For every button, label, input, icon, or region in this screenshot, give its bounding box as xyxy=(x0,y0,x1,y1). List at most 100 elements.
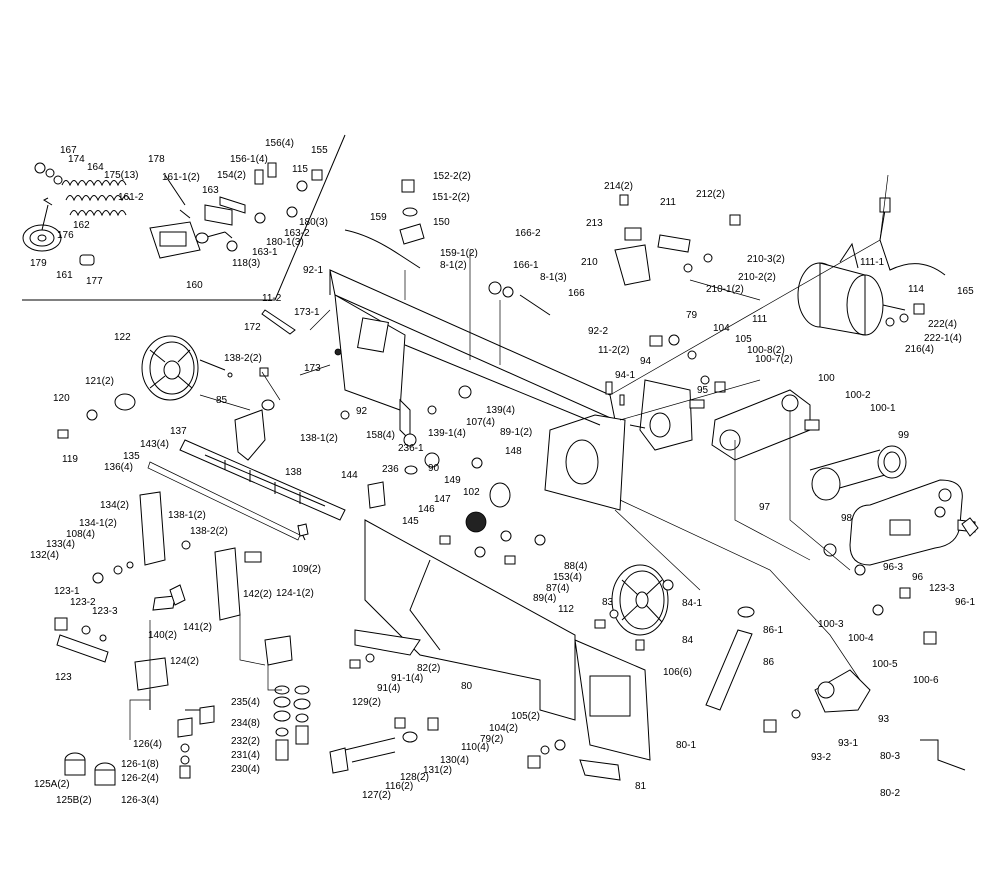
part-label: 89(4) xyxy=(533,593,556,604)
leader-lines xyxy=(129,174,889,740)
part-label: 123 xyxy=(55,672,72,683)
part-label: 148 xyxy=(505,446,522,457)
part-label: 128(2) xyxy=(400,772,429,783)
washers-part-100 xyxy=(823,543,937,645)
part-label: 100-8(2) xyxy=(747,345,785,356)
part-label: 112 xyxy=(558,604,574,615)
part-label: 146 xyxy=(418,504,435,515)
part-label: 105(2) xyxy=(511,711,540,722)
guide-rail-part-137 xyxy=(147,439,346,541)
part-label: 156(4) xyxy=(265,138,294,149)
part-label: 126-1(8) xyxy=(121,759,159,770)
part-label: 145 xyxy=(402,516,419,527)
part-label: 91-1(4) xyxy=(391,673,423,684)
part-label: 127(2) xyxy=(362,790,391,801)
small-screws xyxy=(34,162,323,252)
part-label: 159 xyxy=(370,212,387,223)
part-label: 11-2(2) xyxy=(598,345,630,356)
part-label: 95 xyxy=(697,385,709,396)
part-label: 163-2 xyxy=(284,228,310,239)
part-label: 125B(2) xyxy=(56,795,92,806)
part-label: 118(3) xyxy=(232,258,260,269)
part-label: 126-2(4) xyxy=(121,773,159,784)
part-label: 179 xyxy=(30,258,47,269)
part-label: 165 xyxy=(957,286,974,297)
part-label: 80 xyxy=(461,681,473,692)
part-label: 96-1 xyxy=(955,597,975,608)
part-label: 178 xyxy=(148,154,165,165)
pulley-part-122 xyxy=(57,335,226,439)
part-label: 110(4) xyxy=(461,742,489,753)
part-label: 158(4) xyxy=(366,430,395,441)
part-label: 116(2) xyxy=(385,781,413,792)
part-label: 176 xyxy=(57,230,74,241)
part-label: 79(2) xyxy=(480,734,503,745)
part-label: 214(2) xyxy=(604,181,633,192)
part-label: 87(4) xyxy=(546,583,569,594)
rod-part-123 xyxy=(54,617,109,663)
part-label: 166 xyxy=(568,288,585,299)
part-label: 216(4) xyxy=(905,344,934,355)
part-label: 147 xyxy=(434,494,451,505)
part-label: 139(4) xyxy=(486,405,515,416)
part-label: 138-1(2) xyxy=(168,510,206,521)
part-label: 109(2) xyxy=(292,564,321,575)
part-label: 138-2(2) xyxy=(190,526,228,537)
part-label: 80-3 xyxy=(880,751,900,762)
part-label: 222-1(4) xyxy=(924,333,962,344)
part-label: 232(2) xyxy=(231,736,260,747)
part-label: 93 xyxy=(878,714,890,725)
belt-cover-part-96 xyxy=(849,479,976,566)
part-label: 163-1 xyxy=(252,247,278,258)
part-label: 138-1(2) xyxy=(300,433,338,444)
part-label: 139-1(4) xyxy=(428,428,466,439)
part-label: 100 xyxy=(818,373,835,384)
part-label: 160 xyxy=(186,280,203,291)
part-label: 111 xyxy=(752,314,768,325)
part-label: 104 xyxy=(713,323,730,334)
part-label: 210-1(2) xyxy=(706,284,744,295)
part-label: 134(2) xyxy=(100,500,129,511)
part-label: 86 xyxy=(763,657,775,668)
part-label: 175(13) xyxy=(104,170,138,181)
part-label: 153(4) xyxy=(553,572,582,583)
hose-part-86 xyxy=(705,606,755,711)
part-label: 124-1(2) xyxy=(276,588,314,599)
spring-part xyxy=(61,180,131,217)
bracket-part-124 xyxy=(134,635,293,779)
part-label: 97 xyxy=(759,502,771,513)
part-labels: 167 174 164 175(13) 178 161-1(2) 154(2) … xyxy=(30,138,975,806)
part-label: 174 xyxy=(68,154,85,165)
part-label: 159-1(2) xyxy=(440,248,478,259)
part-label: 92 xyxy=(356,406,368,417)
part-label: 122 xyxy=(114,332,131,343)
part-label: 180(3) xyxy=(299,217,328,228)
part-label: 149 xyxy=(444,475,461,486)
part-label: 161-2 xyxy=(118,192,144,203)
part-label: 90 xyxy=(428,463,440,474)
part-label: 210 xyxy=(581,257,598,268)
part-label: 134-1(2) xyxy=(79,518,117,529)
part-label: 138 xyxy=(285,467,302,478)
support-arm-part-134 xyxy=(92,491,262,621)
part-label: 79 xyxy=(686,310,698,321)
part-label: 100-6 xyxy=(913,675,939,686)
part-label: 235(4) xyxy=(231,697,260,708)
part-label: 115 xyxy=(292,164,308,175)
part-label: 82(2) xyxy=(417,663,440,674)
part-label: 173 xyxy=(304,363,321,374)
part-label: 211 xyxy=(660,197,676,208)
part-label: 131(2) xyxy=(423,765,452,776)
part-label: 125A(2) xyxy=(34,779,70,790)
part-label: 88(4) xyxy=(564,561,587,572)
part-label: 210-2(2) xyxy=(738,272,776,283)
part-label: 166-1 xyxy=(513,260,539,271)
bracket-part-210 xyxy=(614,194,741,286)
gearbox-part-94 xyxy=(629,379,705,451)
part-label: 129(2) xyxy=(352,697,381,708)
part-label: 91(4) xyxy=(377,683,400,694)
part-label: 93-2 xyxy=(811,752,831,763)
part-label: 155 xyxy=(311,145,328,156)
washer-stack-part-230 xyxy=(273,685,311,761)
